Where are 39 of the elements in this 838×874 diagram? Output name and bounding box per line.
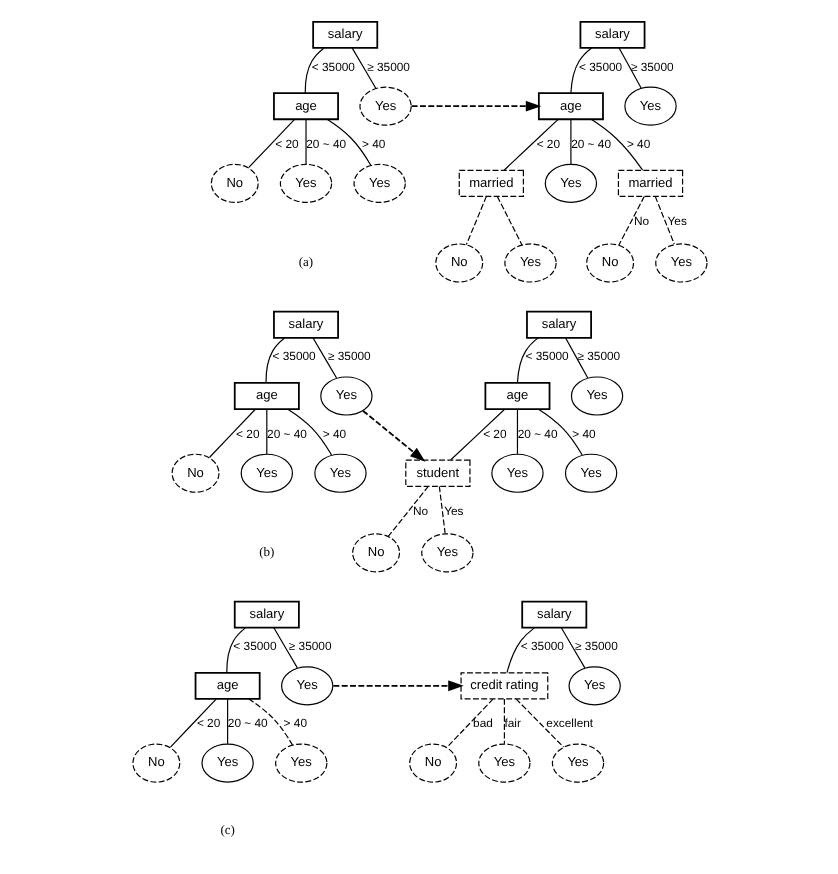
connector [437,485,445,534]
connector [247,698,292,746]
connector [303,47,324,94]
connector [208,408,255,458]
arrow [409,100,541,112]
connector [515,408,518,455]
connector [225,627,245,674]
connector [514,698,564,748]
connector [653,196,674,245]
connector [247,118,295,168]
connector [286,408,332,456]
connector [449,408,505,461]
connector [272,627,297,669]
arrow [361,410,425,462]
connector [589,118,643,171]
connector [226,698,228,745]
connector [502,698,504,745]
connector [569,118,571,165]
connector [304,118,306,165]
arrow [331,680,463,692]
connector [617,47,641,89]
connector [564,337,588,379]
connector [168,698,216,748]
connector [464,196,486,246]
connector [325,118,371,166]
connector [264,337,285,384]
connector [559,627,585,669]
connector [502,118,558,171]
connector [617,196,644,246]
connector [495,196,522,246]
connector [445,698,493,748]
connector [386,485,428,537]
connector [311,337,337,379]
connector [515,337,538,384]
connector [265,408,267,455]
connector [536,408,582,456]
connector [505,627,534,674]
connector [350,47,376,89]
connector [569,47,592,94]
